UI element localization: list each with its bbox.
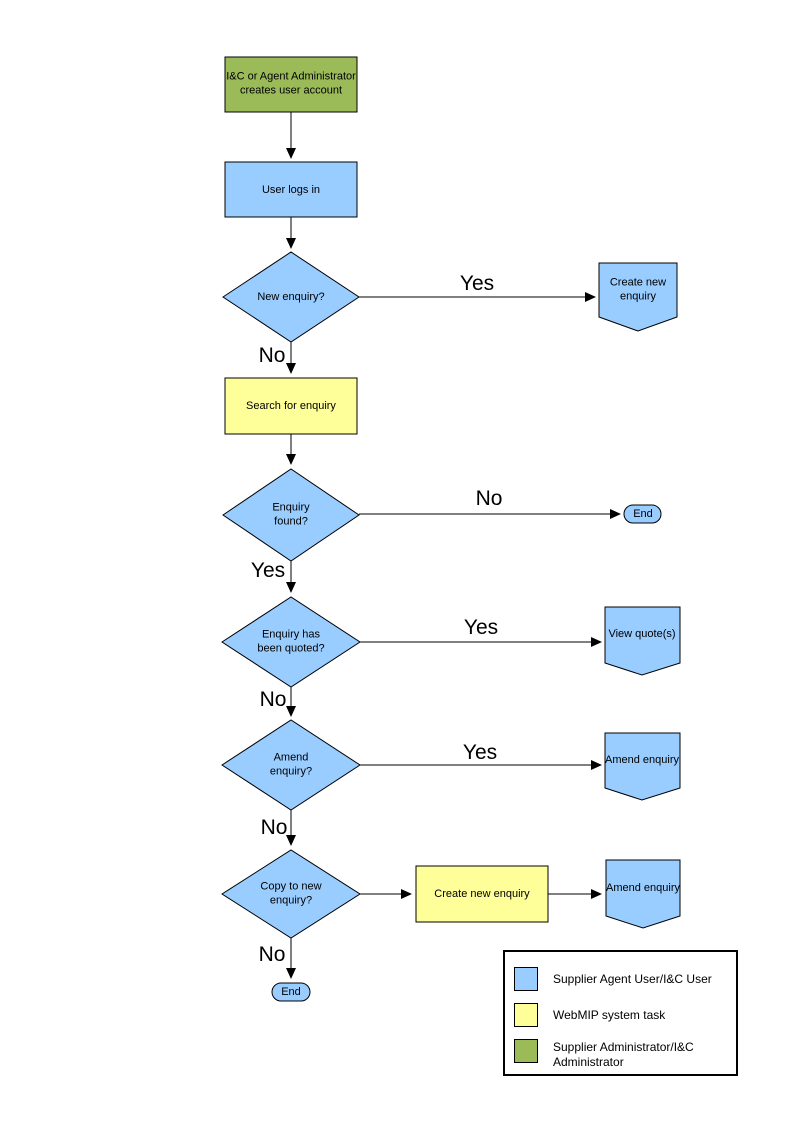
legend-swatch-yellow <box>514 1003 538 1027</box>
node-create-account-box <box>224 56 358 113</box>
edge-label-new-enquiry-no: No <box>258 344 286 367</box>
edge-label-amend-no: No <box>260 816 288 839</box>
legend-item-webmip-system-task: WebMIP system task <box>514 1003 665 1027</box>
legend-swatch-green <box>514 1039 538 1063</box>
node-create-new-enquiry-top-label: Create new enquiry <box>609 276 667 303</box>
edge-label-quoted-no: No <box>259 688 287 711</box>
node-create-new-enquiry-top-pentagon <box>598 262 678 332</box>
edge-label-enquiry-found-yes: Yes <box>250 559 286 582</box>
legend-box: Supplier Agent User/I&C User WebMIP syst… <box>503 950 738 1076</box>
node-end-bottom-label: End <box>281 986 301 998</box>
edge-label-amend-yes: Yes <box>462 741 498 764</box>
node-new-enquiry-diamond <box>222 251 360 343</box>
node-enquiry-quoted-label: Enquiry has been quoted? <box>257 628 325 655</box>
node-end-right-label: End <box>633 508 653 520</box>
legend-item-supplier-administrator: Supplier Administrator/I&C Administrator <box>514 1039 731 1070</box>
node-view-quotes-label: View quote(s) <box>608 627 676 640</box>
node-copy-to-new-diamond <box>221 849 361 939</box>
node-enquiry-found-diamond <box>222 468 360 562</box>
node-amend-enquiry-1-pentagon <box>604 732 681 801</box>
node-create-new-enquiry-mid-label: Create new enquiry <box>434 887 530 900</box>
node-amend-enquiry-2-label: Amend enquiry <box>606 881 680 894</box>
node-new-enquiry-label: New enquiry? <box>257 290 325 303</box>
legend-item-supplier-agent-user: Supplier Agent User/I&C User <box>514 967 712 991</box>
node-enquiry-found-label: Enquiry found? <box>272 501 310 528</box>
legend-label-supplier-agent-user: Supplier Agent User/I&C User <box>553 971 712 986</box>
legend-label-webmip-system-task: WebMIP system task <box>553 1007 666 1022</box>
legend-label-supplier-administrator: Supplier Administrator/I&C Administrator <box>553 1040 694 1069</box>
node-end-bottom-terminator <box>271 982 311 1002</box>
edge-label-quoted-yes: Yes <box>463 616 499 639</box>
node-enquiry-quoted-diamond <box>221 596 361 688</box>
node-copy-to-new-label: Copy to new enquiry? <box>260 880 322 907</box>
legend-swatch-blue <box>514 967 538 991</box>
node-view-quotes-pentagon <box>604 606 681 676</box>
node-search-for-enquiry-box <box>224 377 358 435</box>
node-amend-enquiry-2-pentagon <box>605 859 681 929</box>
node-create-account-label: I&C or Agent Administrator creates user … <box>226 70 356 97</box>
node-create-new-enquiry-mid-box <box>415 865 549 923</box>
node-search-for-enquiry-label: Search for enquiry <box>246 399 336 412</box>
node-amend-enquiry-q-label: Amend enquiry? <box>269 751 313 778</box>
node-user-logs-in-label: User logs in <box>261 183 321 196</box>
node-end-right-terminator <box>623 504 662 524</box>
node-amend-enquiry-q-diamond <box>221 719 361 811</box>
node-amend-enquiry-1-label: Amend enquiry <box>605 753 679 766</box>
node-user-logs-in-box <box>224 161 358 218</box>
edge-label-enquiry-found-no: No <box>475 487 503 510</box>
edge-label-copy-no: No <box>258 943 286 966</box>
edge-label-new-enquiry-yes: Yes <box>459 272 495 295</box>
